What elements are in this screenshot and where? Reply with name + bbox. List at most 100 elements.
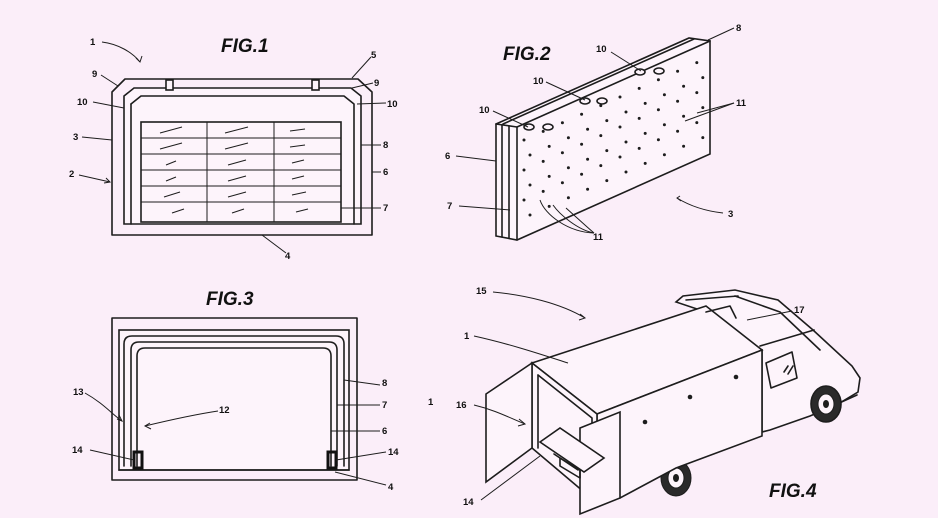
perforation-dot <box>560 121 564 125</box>
perforation-dot <box>643 101 647 105</box>
fig3-label-7: 7 <box>382 400 387 411</box>
perforation-dot <box>541 189 545 193</box>
fig4-label-1: 1 <box>464 331 470 342</box>
perforation-dot <box>566 166 570 170</box>
fig3-label-14-left: 14 <box>72 445 83 456</box>
perforation-dot <box>560 151 564 155</box>
figure-3: FIG.3 8 13 12 7 6 14 14 4 1 <box>72 289 434 493</box>
perforation-dot <box>528 153 532 157</box>
fitting-right <box>311 79 320 91</box>
perforation-dot <box>643 131 647 135</box>
perforation-dot <box>676 129 680 133</box>
perforation-dot <box>522 138 526 142</box>
fig3-label-12: 12 <box>219 405 230 416</box>
perforation-dot <box>624 110 628 114</box>
perforation-dot <box>580 142 584 146</box>
fig2-label-10-top: 10 <box>596 44 607 55</box>
perforation-dot <box>599 164 603 168</box>
perforation-dot <box>560 181 564 185</box>
perforation-dot <box>656 108 660 112</box>
fig1-title: FIG.1 <box>221 36 269 57</box>
perforation-dot <box>547 204 551 208</box>
fig2-label-7: 7 <box>447 201 452 212</box>
fig1-label-10-left: 10 <box>77 97 88 108</box>
fig1-label-9-left: 9 <box>92 69 97 80</box>
perforation-dot <box>618 95 622 99</box>
perforation-dot <box>605 149 609 153</box>
perforation-dot <box>682 144 686 148</box>
perforation-dot <box>586 127 590 131</box>
perforation-dot <box>656 138 660 142</box>
front-wheel <box>810 385 842 423</box>
fig2-label-10-mid: 10 <box>533 76 544 87</box>
perforation-dot <box>701 76 705 80</box>
cargo-grid <box>140 121 342 223</box>
fig4-label-17: 17 <box>794 305 805 316</box>
perforation-dot <box>656 78 660 82</box>
fig3-label-13: 13 <box>73 387 84 398</box>
perforation-dot <box>566 136 570 140</box>
fig2-label-3: 3 <box>728 209 733 220</box>
perforation-dot <box>586 187 590 191</box>
perforation-dot <box>695 61 699 65</box>
fig1-label-1: 1 <box>90 37 96 48</box>
perforation-dot <box>662 123 666 127</box>
perforation-dot <box>522 168 526 172</box>
fig1-label-2: 2 <box>69 169 74 180</box>
perforation-dot <box>586 157 590 161</box>
perforation-dot <box>547 144 551 148</box>
fig2-title: FIG.2 <box>503 44 551 65</box>
fig4-label-15: 15 <box>476 286 487 297</box>
perforation-dot <box>676 69 680 73</box>
fig3-label-14-right: 14 <box>388 447 399 458</box>
perforation-dot <box>643 161 647 165</box>
fitting-left <box>165 79 174 91</box>
fig4-label-16: 16 <box>456 400 467 411</box>
fig3-label-1: 1 <box>428 397 434 408</box>
perforation-dot <box>541 129 545 133</box>
perforation-dot <box>541 159 545 163</box>
perforation-dot <box>580 172 584 176</box>
perforation-dot <box>528 213 532 217</box>
perforation-dot <box>701 136 705 140</box>
perforation-dot <box>566 196 570 200</box>
perforation-dot <box>624 170 628 174</box>
perforation-dot <box>676 99 680 103</box>
perforation-dot <box>599 134 603 138</box>
fig3-title: FIG.3 <box>206 289 254 310</box>
fig1-label-6: 6 <box>383 167 388 178</box>
fig3-label-4: 4 <box>388 482 394 493</box>
fig2-label-11-right: 11 <box>736 98 747 109</box>
figure-2: FIG.2 8 10 10 10 11 6 7 11 3 <box>445 23 747 243</box>
perforation-dot <box>599 104 603 108</box>
fig1-label-9-right: 9 <box>374 78 379 89</box>
perforation-dots <box>522 61 705 217</box>
fig4-title: FIG.4 <box>769 481 817 502</box>
perforation-dot <box>662 93 666 97</box>
page-edge <box>938 0 950 518</box>
perforation-dot <box>682 84 686 88</box>
fig2-label-11-bottom: 11 <box>593 232 604 243</box>
perforation-dot <box>580 112 584 116</box>
perforation-dot <box>695 91 699 95</box>
perforation-dot <box>637 146 641 150</box>
perforation-dot <box>528 183 532 187</box>
perforation-dot <box>522 198 526 202</box>
perforation-dot <box>547 174 551 178</box>
perforation-dot <box>662 153 666 157</box>
perforation-dot <box>605 119 609 123</box>
figure-4: FIG.4 15 17 1 16 14 <box>456 286 861 516</box>
perforation-dot <box>637 116 641 120</box>
perforation-dot <box>618 125 622 129</box>
perforation-dot <box>682 114 686 118</box>
fig2-label-8: 8 <box>736 23 741 34</box>
fig3-label-8: 8 <box>382 378 387 389</box>
perforation-dot <box>605 179 609 183</box>
fig1-label-5: 5 <box>371 50 377 61</box>
figure-1: FIG.1 1 5 9 9 10 10 3 8 2 6 7 4 <box>69 36 398 262</box>
fig2-label-6: 6 <box>445 151 450 162</box>
fig1-label-10-right: 10 <box>387 99 398 110</box>
fig1-label-4: 4 <box>285 251 291 262</box>
